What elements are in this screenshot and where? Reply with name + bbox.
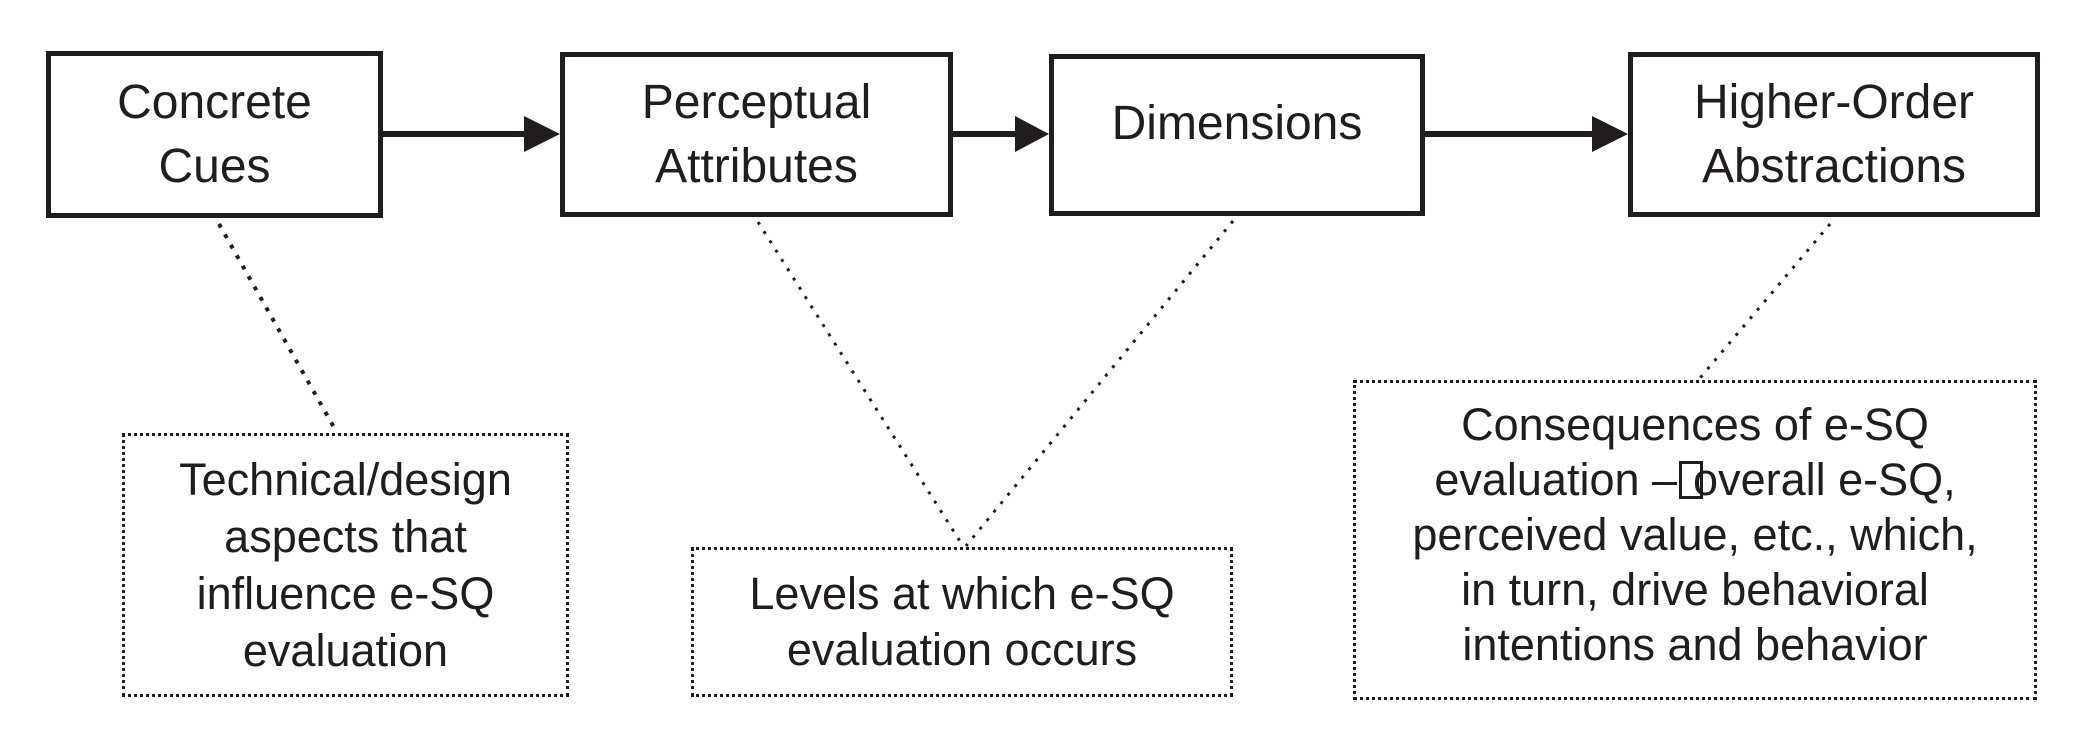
- callout-line: intentions and behavior: [1462, 619, 1928, 670]
- dotted-link-2: [756, 221, 965, 547]
- node-label-line: Perceptual: [641, 75, 872, 129]
- missing-glyph-box-icon: [1679, 461, 1704, 499]
- callout-line: perceived value, etc., which,: [1412, 509, 1978, 560]
- callout-line: Consequences of e-SQ: [1461, 399, 1929, 450]
- node-label-line: Concrete: [117, 75, 312, 129]
- node-label-line: Cues: [158, 139, 271, 193]
- node-perceptual-attributes: Perceptual Attributes: [560, 52, 953, 217]
- callout-line: evaluation: [242, 625, 449, 676]
- node-concrete-cues: Concrete Cues: [46, 51, 383, 218]
- callout-line: in turn, drive behavioral: [1461, 564, 1929, 615]
- node-dimensions: Dimensions: [1049, 54, 1425, 216]
- callout-line-fragment: evaluation –: [1434, 454, 1678, 505]
- callout-line: evaluation occurs: [786, 624, 1138, 675]
- dotted-link-3: [964, 220, 1235, 547]
- callout-line: evaluation – overall e-SQ,: [1434, 452, 1955, 507]
- callout-levels: Levels at which e-SQ evaluation occurs: [691, 547, 1233, 697]
- callout-line-fragment: overall e-SQ,: [1693, 454, 1956, 505]
- node-label-line: Attributes: [655, 139, 858, 193]
- arrow-head-icon-2: [1015, 116, 1049, 152]
- callout-consequences: Consequences of e-SQ evaluation – overall…: [1353, 380, 2037, 700]
- callout-technical-design: Technical/design aspects that influence …: [122, 433, 569, 697]
- dotted-link-4: [1698, 223, 1832, 379]
- callout-line: influence e-SQ: [196, 568, 495, 619]
- arrow-head-icon-1: [524, 116, 560, 152]
- callout-line: Levels at which e-SQ: [749, 568, 1175, 619]
- arrow-head-icon-3: [1592, 116, 1628, 152]
- node-label-line: Dimensions: [1111, 97, 1363, 150]
- dotted-link-1: [217, 223, 338, 432]
- node-label-line: Abstractions: [1701, 139, 1967, 193]
- node-label-line: Higher-Order: [1693, 75, 1975, 129]
- node-higher-order-abstractions: Higher-Order Abstractions: [1628, 52, 2040, 217]
- callout-line: aspects that: [224, 511, 467, 562]
- callout-line: Technical/design: [179, 454, 512, 505]
